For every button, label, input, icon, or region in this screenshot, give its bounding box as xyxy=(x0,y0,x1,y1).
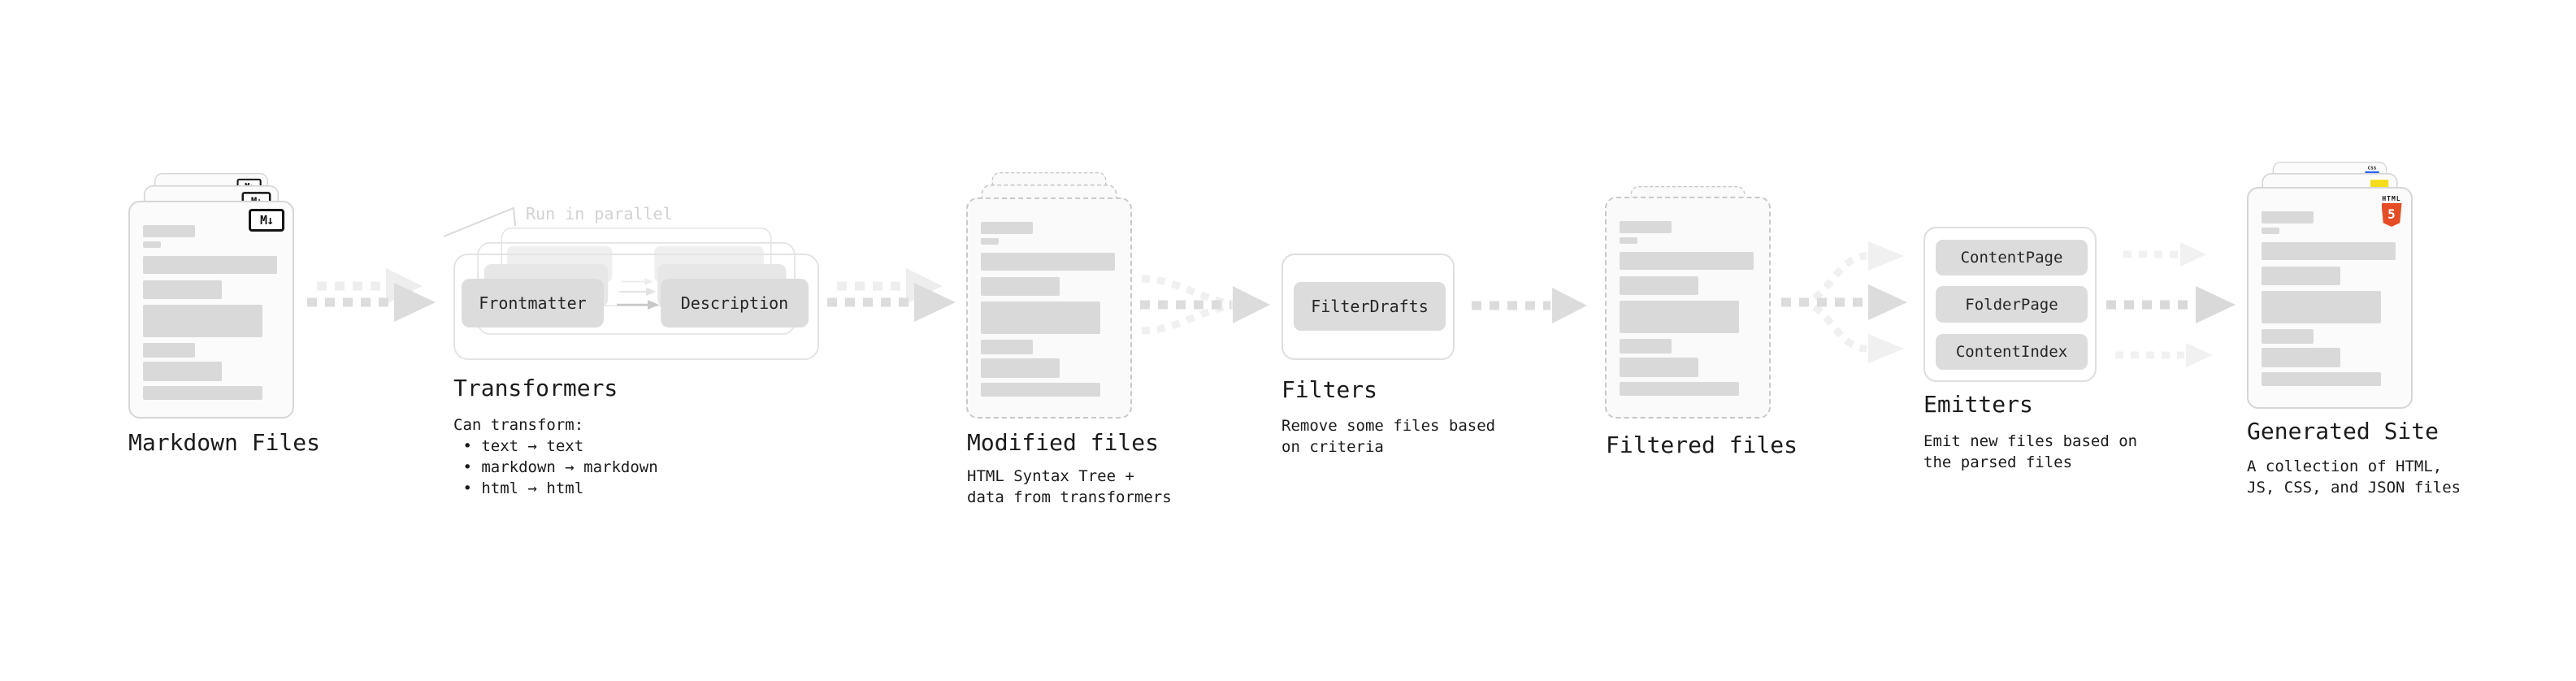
placeholder-line xyxy=(981,358,1060,378)
filtered-files-doc-stack xyxy=(1605,186,1771,419)
emitters-box: ContentPage FolderPage ContentIndex xyxy=(1923,227,2097,382)
transformers-title: Transformers xyxy=(453,375,618,401)
html5-logo-icon: HTML 5 xyxy=(2380,195,2403,227)
placeholder-line xyxy=(1620,221,1672,233)
placeholder-line xyxy=(981,340,1033,354)
placeholder-line xyxy=(981,238,999,245)
modified-files-doc-stack xyxy=(966,172,1132,419)
filter-pill-filterdrafts: FilterDrafts xyxy=(1294,282,1446,331)
description-line: A collection of HTML, xyxy=(2247,458,2443,475)
placeholder-line xyxy=(143,225,195,237)
placeholder-line xyxy=(1620,276,1698,295)
placeholder-line xyxy=(143,386,262,400)
pill-arrow-icon xyxy=(617,300,659,310)
description-line: data from transformers xyxy=(967,488,1172,506)
description-line: the parsed files xyxy=(1923,453,2073,471)
emitters-title: Emitters xyxy=(1923,391,2033,418)
placeholder-line xyxy=(2262,372,2381,386)
description-line: HTML Syntax Tree + xyxy=(967,467,1134,485)
placeholder-line xyxy=(1620,339,1672,354)
flow-arrow-icon xyxy=(827,268,956,322)
modified-file-card-front xyxy=(966,197,1132,419)
emitter-pill-folderpage: FolderPage xyxy=(1936,286,2088,323)
filters-box: FilterDrafts xyxy=(1281,254,1455,360)
markdown-logo-icon: M↓ xyxy=(249,209,284,232)
css-logo-label: CSS xyxy=(2367,165,2377,171)
placeholder-line xyxy=(143,362,222,381)
filters-description: Remove some files based on criteria xyxy=(1281,415,1495,458)
emitter-output-arrows-icon xyxy=(2106,242,2236,367)
placeholder-line xyxy=(143,256,277,274)
filtered-files-title: Filtered files xyxy=(1606,432,1798,458)
placeholder-line xyxy=(981,222,1033,234)
markdown-files-title: Markdown Files xyxy=(128,429,321,456)
generated-file-card-html: HTML 5 xyxy=(2247,187,2413,409)
placeholder-line xyxy=(1620,237,1637,244)
description-line: JS, CSS, and JSON files xyxy=(2247,479,2461,497)
flow-arrow-icon xyxy=(1472,288,1587,323)
placeholder-line xyxy=(1620,382,1739,396)
markdown-files-doc-stack: M↓ M↓ M↓ xyxy=(128,173,294,419)
pill-arrow-icon xyxy=(619,287,657,297)
css-logo-bar xyxy=(2365,171,2379,174)
transformer-pill-description: Description xyxy=(661,279,809,327)
placeholder-line xyxy=(143,241,161,248)
placeholder-line xyxy=(2262,228,2279,234)
placeholder-line xyxy=(2262,329,2314,344)
filtered-file-card-front xyxy=(1605,197,1771,419)
fan-out-arrow-icon xyxy=(1781,241,1907,363)
emitters-description: Emit new files based on the parsed files xyxy=(1923,431,2137,473)
placeholder-line xyxy=(143,280,222,299)
placeholder-line xyxy=(981,301,1100,334)
transformers-stack: Frontmatter Description xyxy=(453,228,819,362)
placeholder-line xyxy=(1620,252,1754,270)
placeholder-line xyxy=(143,343,195,358)
description-line: • html → html xyxy=(453,479,584,497)
description-line: Emit new files based on xyxy=(1923,432,2138,450)
placeholder-line xyxy=(1620,301,1739,333)
emitter-pill-contentindex: ContentIndex xyxy=(1936,334,2088,370)
placeholder-line xyxy=(1620,358,1698,377)
emitter-pill-contentpage: ContentPage xyxy=(1936,240,2088,275)
placeholder-line xyxy=(2262,242,2396,260)
pill-arrow-icon xyxy=(622,278,653,286)
placeholder-line xyxy=(143,305,262,337)
generated-site-description: A collection of HTML, JS, CSS, and JSON … xyxy=(2247,456,2461,498)
html5-logo-shield: 5 xyxy=(2381,203,2402,227)
placeholder-line xyxy=(981,253,1115,271)
transformers-description: Can transform: • text → text • markdown … xyxy=(453,414,658,499)
placeholder-line xyxy=(2262,291,2381,323)
transformer-pill-frontmatter: Frontmatter xyxy=(462,279,604,327)
flow-arrow-icon xyxy=(307,268,436,322)
html5-logo-label: HTML xyxy=(2382,195,2401,202)
modified-files-title: Modified files xyxy=(967,429,1160,456)
placeholder-line xyxy=(2262,348,2340,367)
description-line: • markdown → markdown xyxy=(453,458,658,476)
description-line: • text → text xyxy=(453,437,584,455)
transformer-layer-front: Frontmatter Description xyxy=(453,254,819,360)
placeholder-line xyxy=(981,383,1100,397)
placeholder-line xyxy=(2262,267,2340,285)
description-line: on criteria xyxy=(1281,438,1384,456)
css-logo-icon: CSS xyxy=(2365,166,2379,174)
description-line: Can transform: xyxy=(453,416,584,434)
markdown-file-card-front: M↓ xyxy=(128,201,294,419)
description-line: Remove some files based xyxy=(1281,417,1496,435)
placeholder-line xyxy=(2262,211,2314,223)
filters-title: Filters xyxy=(1281,376,1378,403)
modified-files-description: HTML Syntax Tree + data from transformer… xyxy=(967,466,1172,508)
placeholder-line xyxy=(981,277,1060,296)
generated-site-doc-stack: CSS HTML 5 xyxy=(2247,162,2413,409)
run-in-parallel-label: Run in parallel xyxy=(526,204,673,223)
generated-site-title: Generated Site xyxy=(2247,418,2439,445)
fan-in-arrow-icon xyxy=(1140,275,1270,335)
callout-leader-line xyxy=(443,206,516,237)
transformer-box xyxy=(453,254,819,360)
